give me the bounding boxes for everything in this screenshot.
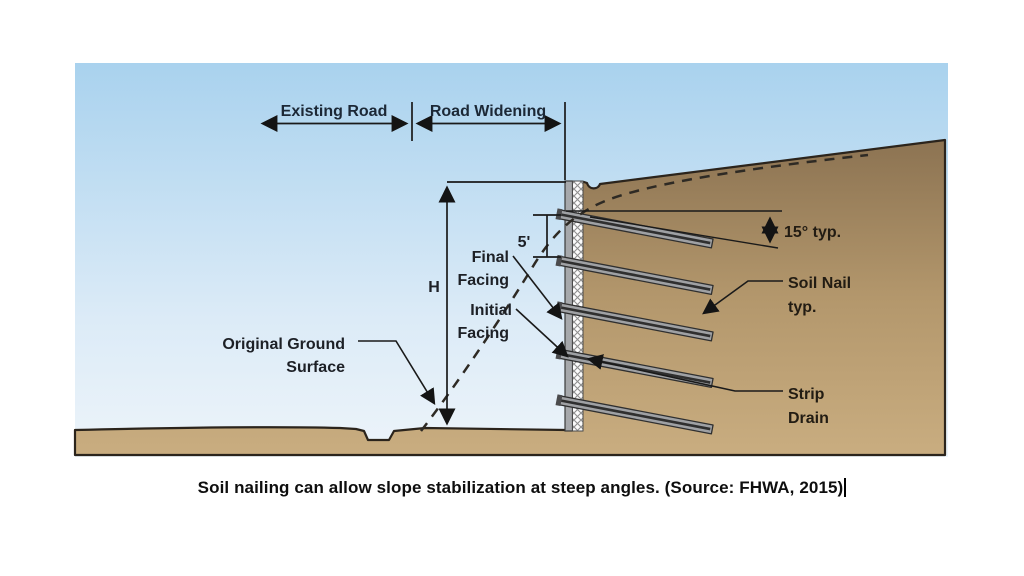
leader-soil-nail — [702, 280, 783, 315]
soil-nail-5 — [555, 394, 714, 435]
label-existing-road: Existing Road — [281, 103, 388, 120]
label-nail-angle: 15° typ. — [784, 224, 841, 241]
leader-initial-facing — [515, 308, 569, 358]
angle-reference-nail-axis — [589, 216, 779, 249]
leader-original-ground — [358, 340, 436, 406]
label-final-facing-line1: Final — [472, 249, 509, 266]
leader-strip-drain — [586, 354, 783, 392]
label-original-ground-line2: Surface — [286, 359, 345, 376]
caption-text-line[interactable]: Soil nailing can allow slope stabilizati… — [10, 478, 1024, 504]
label-initial-facing-line2: Facing — [457, 325, 509, 342]
leader-final-facing — [512, 255, 563, 320]
text-cursor — [844, 478, 847, 497]
label-road-widening: Road Widening — [430, 103, 546, 120]
dimension-lines — [260, 102, 782, 426]
label-soil-nail-line1: Soil Nail — [788, 275, 851, 292]
label-strip-drain-line1: Strip — [788, 386, 825, 403]
soil-nail-2 — [555, 254, 714, 295]
label-wall-height: H — [428, 279, 440, 296]
leader-lines — [358, 255, 783, 406]
label-original-ground-line1: Original Ground — [222, 336, 345, 353]
label-soil-nail-line2: typ. — [788, 299, 816, 316]
caption-text: Soil nailing can allow slope stabilizati… — [197, 478, 844, 497]
label-strip-drain-line2: Drain — [788, 410, 829, 427]
label-nail-spacing: 5' — [518, 234, 531, 251]
label-final-facing-line2: Facing — [457, 272, 509, 289]
original-ground-surface-dashed-line — [420, 153, 869, 432]
soil-mass — [73, 138, 947, 457]
label-initial-facing-line1: Initial — [470, 302, 512, 319]
